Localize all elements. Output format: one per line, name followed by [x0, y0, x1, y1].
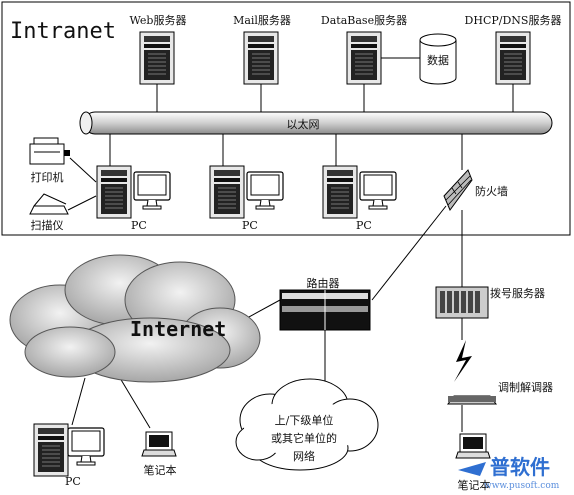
database-label: 数据 [427, 53, 449, 67]
database-server-icon [346, 31, 382, 85]
server-label-dhcp: DHCP/DNS服务器 [465, 14, 562, 27]
web-server-icon [139, 31, 175, 85]
dialup-server-icon [435, 286, 489, 319]
internet-cloud-icon [9, 254, 261, 383]
laptop-right-icon [455, 433, 491, 459]
router-label: 路由器 [307, 276, 340, 290]
watermark: 普软件 www.pusoft.com [458, 455, 560, 491]
firewall-label: 防火墙 [475, 184, 508, 198]
modem-label: 调制解调器 [498, 380, 553, 394]
intranet-title: Intranet [10, 19, 116, 44]
modem-icon [447, 395, 497, 405]
ethernet-backbone [79, 111, 553, 135]
laptop-right-label: 笔记本 [458, 478, 491, 492]
watermark-subtext: www.pusoft.com [484, 481, 560, 491]
ethernet-label: 以太网 [287, 118, 320, 131]
scanner-label: 扫描仪 [31, 218, 64, 232]
other-network-line-1: 上/下级单位 [275, 413, 334, 427]
pc-label-1: PC [131, 219, 147, 232]
mail-server-icon [243, 31, 279, 85]
other-network-line-2: 或其它单位的 [271, 431, 337, 445]
internet-label: Internet [130, 317, 226, 341]
scanner-icon [29, 193, 69, 215]
firewall-icon [443, 169, 473, 212]
router-icon [279, 289, 371, 331]
dialup-label: 拨号服务器 [490, 286, 545, 300]
server-label-mail: Mail服务器 [233, 14, 291, 27]
pc-label-3: PC [356, 219, 372, 232]
server-label-database: DataBase服务器 [321, 14, 407, 27]
printer-label: 打印机 [31, 170, 64, 184]
database-cylinder-icon [419, 33, 457, 85]
laptop-left-label: 笔记本 [144, 463, 177, 477]
laptop-left-icon [141, 431, 177, 457]
lightning-icon [454, 340, 472, 382]
printer-icon [29, 137, 70, 165]
watermark-text: 普软件 [490, 455, 550, 479]
server-label-web: Web服务器 [130, 14, 187, 27]
other-network-line-3: 网络 [293, 449, 315, 463]
bottom-pc-workstation [33, 423, 105, 477]
pc-label-2: PC [242, 219, 258, 232]
bottom-pc-label: PC [65, 475, 81, 488]
dhcp-dns-server-icon [495, 31, 531, 85]
